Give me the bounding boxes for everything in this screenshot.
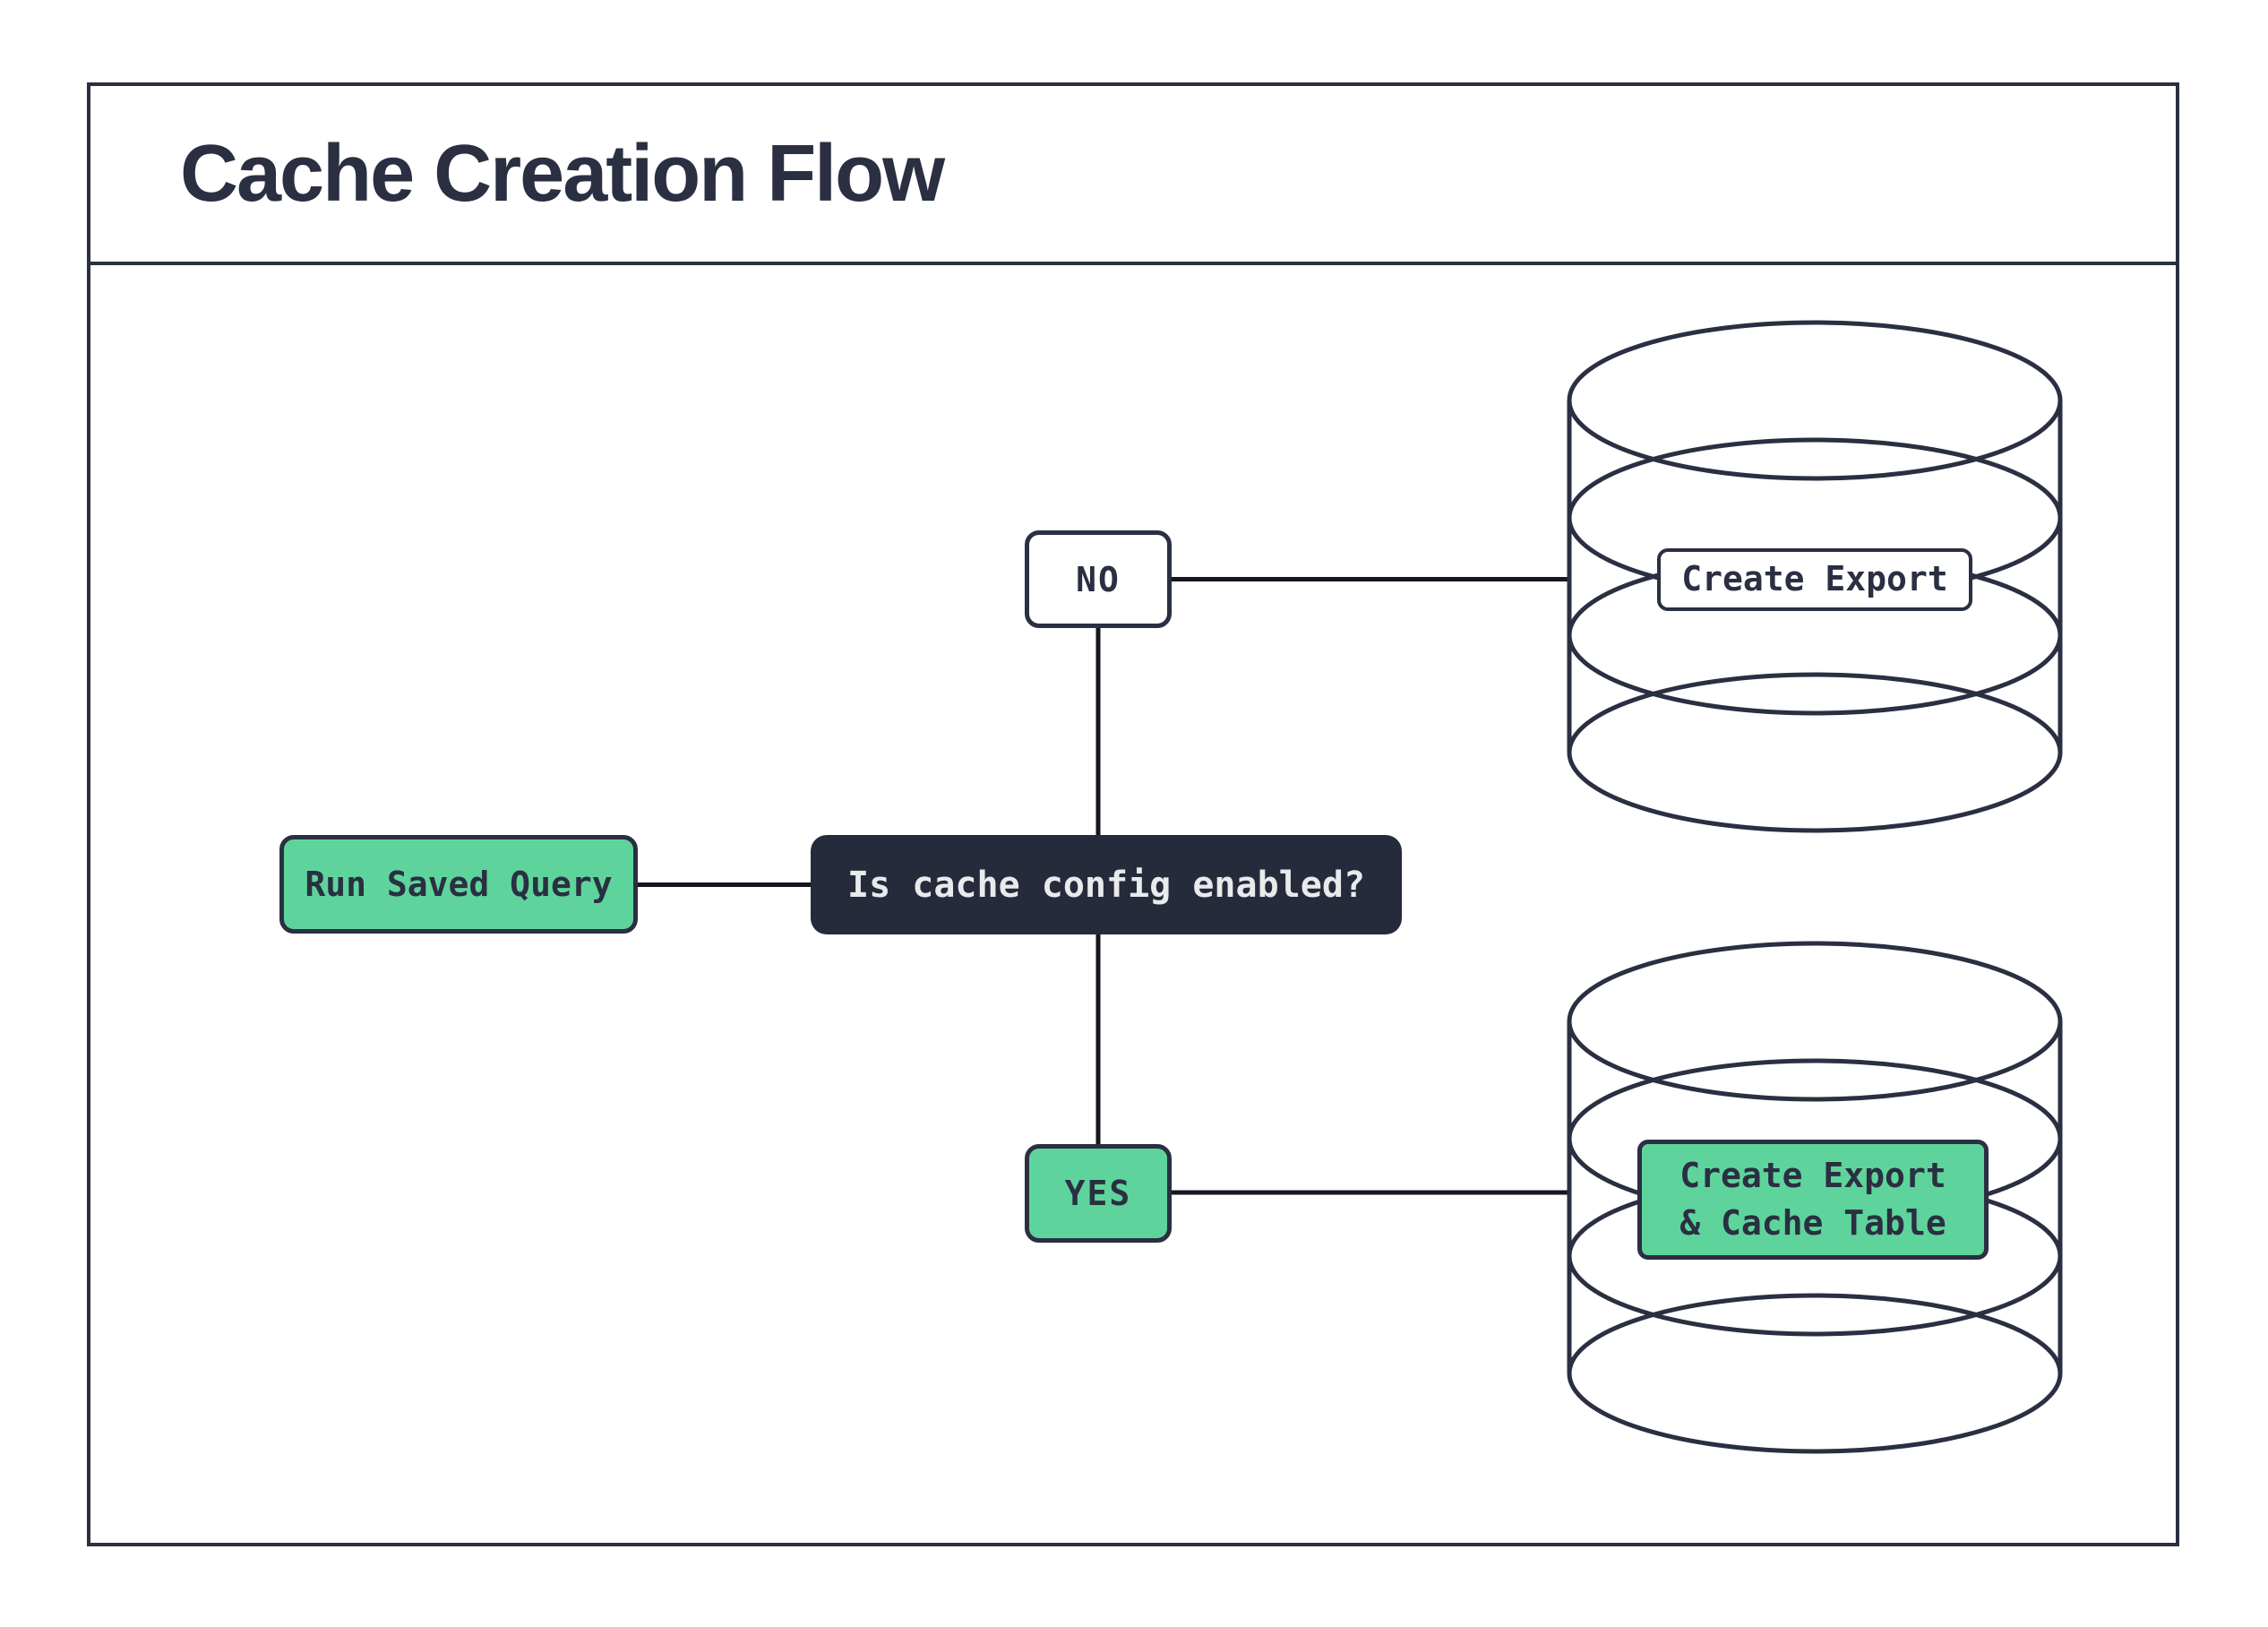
title-bar: Cache Creation Flow <box>90 86 2176 265</box>
connector-lines <box>638 577 1571 1195</box>
diagram-frame: Cache Creation Flow <box>87 82 2179 1546</box>
node-branch-no: NO <box>1025 530 1172 628</box>
database-icon-bottom <box>1567 941 2063 1454</box>
label-create-export-cache-table: Create Export & Cache Table <box>1637 1140 1989 1260</box>
page-title: Cache Creation Flow <box>180 129 945 219</box>
node-branch-yes: YES <box>1025 1144 1172 1243</box>
label-create-export: Create Export <box>1657 548 1972 611</box>
label-create-export-cache-table-line2: & Cache Table <box>1680 1203 1946 1243</box>
label-create-export-cache-table-line1: Create Export <box>1680 1155 1946 1195</box>
node-run-saved-query: Run Saved Query <box>279 835 638 934</box>
node-decision-cache-config: Is cache config enabled? <box>811 835 1402 934</box>
